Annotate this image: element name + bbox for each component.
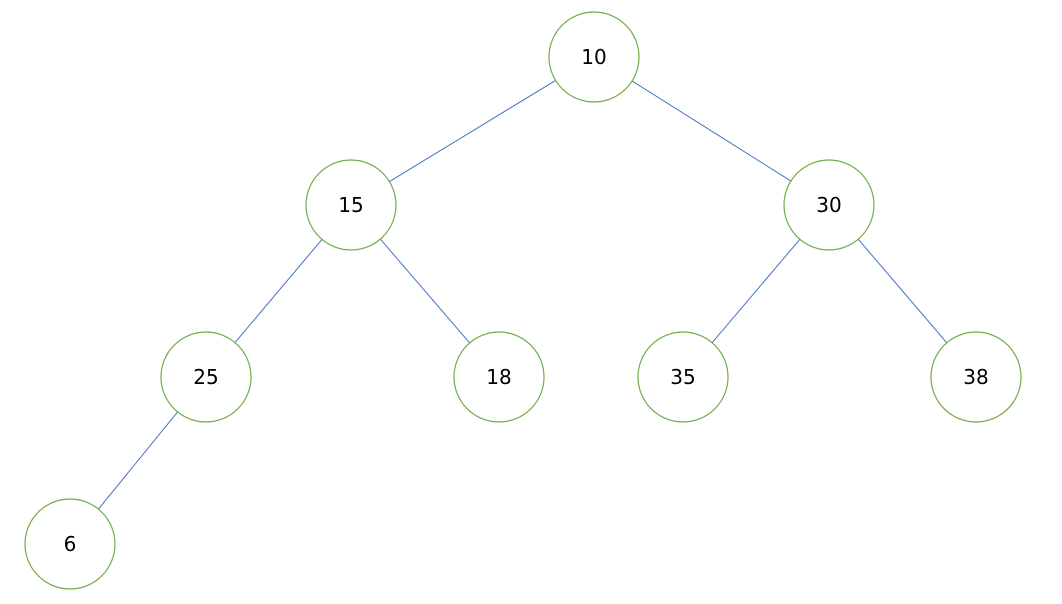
node-circle bbox=[453, 331, 545, 423]
tree-node-n6: 6 bbox=[24, 498, 116, 590]
node-label: 38 bbox=[963, 365, 988, 389]
node-circle bbox=[548, 11, 640, 103]
edge-n15-n25 bbox=[234, 239, 323, 343]
edge-n30-n38 bbox=[857, 238, 948, 344]
node-label: 6 bbox=[64, 532, 77, 556]
node-circle bbox=[305, 159, 397, 251]
node-circle bbox=[160, 331, 252, 423]
node-circle bbox=[24, 498, 116, 590]
tree-node-n35: 35 bbox=[637, 331, 729, 423]
node-label: 25 bbox=[193, 365, 218, 389]
tree-node-n30: 30 bbox=[783, 159, 875, 251]
node-label: 10 bbox=[581, 45, 606, 69]
node-label: 30 bbox=[816, 193, 841, 217]
node-label: 18 bbox=[486, 365, 511, 389]
node-label: 15 bbox=[338, 193, 363, 217]
tree-node-n18: 18 bbox=[453, 331, 545, 423]
nodes-layer: 10 15 30 25 18 35 38 6 bbox=[24, 11, 1022, 590]
edge-n25-n6 bbox=[98, 411, 178, 510]
tree-node-n25: 25 bbox=[160, 331, 252, 423]
edge-n10-n15 bbox=[389, 79, 556, 183]
edge-n15-n18 bbox=[379, 238, 471, 344]
node-circle bbox=[783, 159, 875, 251]
edge-n30-n35 bbox=[711, 238, 801, 344]
tree-node-n10: 10 bbox=[548, 11, 640, 103]
tree-node-n38: 38 bbox=[930, 331, 1022, 423]
node-circle bbox=[637, 331, 729, 423]
edge-n10-n30 bbox=[631, 80, 792, 182]
node-label: 35 bbox=[670, 365, 695, 389]
node-circle bbox=[930, 331, 1022, 423]
tree-node-n15: 15 bbox=[305, 159, 397, 251]
edges-layer bbox=[98, 79, 948, 510]
